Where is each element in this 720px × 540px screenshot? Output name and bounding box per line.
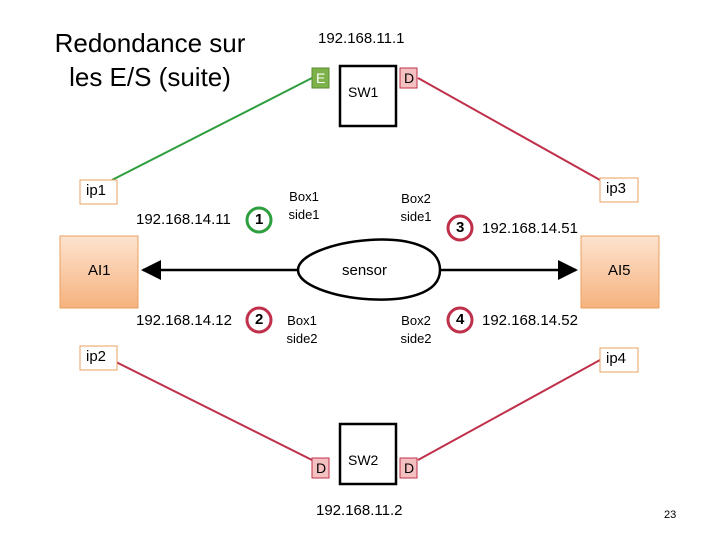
conn-4-circle	[446, 306, 474, 334]
ai1-node	[59, 235, 139, 309]
sw2-box	[338, 422, 398, 486]
box1-side1-label: Box1 side1	[288, 189, 320, 222]
conn-4-ip: 192.168.14.52	[482, 312, 578, 329]
box1-side1-bg	[276, 180, 332, 230]
conn-2-number: 2	[255, 311, 264, 328]
sw1-ip: 192.168.11.1	[318, 30, 405, 47]
link-sw2-ip4	[417, 359, 601, 461]
page-number: 23	[664, 509, 677, 521]
conn-4-number: 4	[456, 311, 465, 328]
link-ip2-sw2	[111, 359, 313, 461]
sw2-port-left-label: D	[316, 460, 327, 476]
ip1-label: ip1	[86, 182, 107, 199]
box2-side1-label: Box2 side1	[400, 191, 432, 224]
ip2-label: ip2	[86, 348, 107, 365]
link-ip1-sw1	[111, 77, 313, 181]
sw2-port-right-label: D	[404, 460, 415, 476]
sw2-ip: 192.168.11.2	[316, 502, 403, 519]
sw1-port-left	[311, 67, 330, 89]
link-sw1-ip3	[417, 77, 601, 181]
sw1-label: SW1	[348, 84, 379, 100]
sw2-port-right	[399, 457, 418, 479]
conn-1-number: 1	[255, 211, 264, 228]
sw1-port-right	[399, 67, 418, 89]
ai1-label: AI1	[88, 262, 111, 279]
sw1-port-right-label: D	[404, 70, 415, 86]
ai5-node	[580, 235, 660, 309]
conn-3-number: 3	[456, 219, 465, 236]
ip1-box	[79, 179, 118, 205]
sensor-ellipse	[296, 238, 442, 301]
sw1-box	[338, 64, 398, 128]
page-title: Redondance sur les E/S (suite)	[54, 28, 246, 92]
conn-2-circle	[245, 306, 273, 334]
conn-3-ip: 192.168.14.51	[482, 220, 578, 237]
conn-2-ip: 192.168.14.12	[136, 312, 232, 329]
sw2-label: SW2	[348, 452, 379, 468]
box2-side2-label: Box2 side2	[400, 313, 432, 346]
box1-side2-bg	[276, 306, 332, 356]
conn-1-ip: 192.168.14.11	[136, 211, 231, 228]
ai5-label: AI5	[608, 262, 631, 279]
box1-side2-label: Box1 side2	[286, 313, 318, 346]
conn-3-circle	[446, 214, 474, 242]
sensor-label: sensor	[342, 262, 388, 279]
sw2-port-left	[311, 457, 330, 479]
ip3-box	[599, 177, 639, 203]
box2-side2-bg	[388, 306, 444, 356]
sw1-port-left-label: E	[316, 70, 326, 86]
ip4-label: ip4	[606, 350, 627, 367]
conn-1-circle	[245, 206, 273, 234]
ip2-box	[79, 345, 118, 371]
box2-side1-bg	[388, 180, 444, 230]
ip3-label: ip3	[606, 180, 627, 197]
ip4-box	[599, 347, 639, 373]
